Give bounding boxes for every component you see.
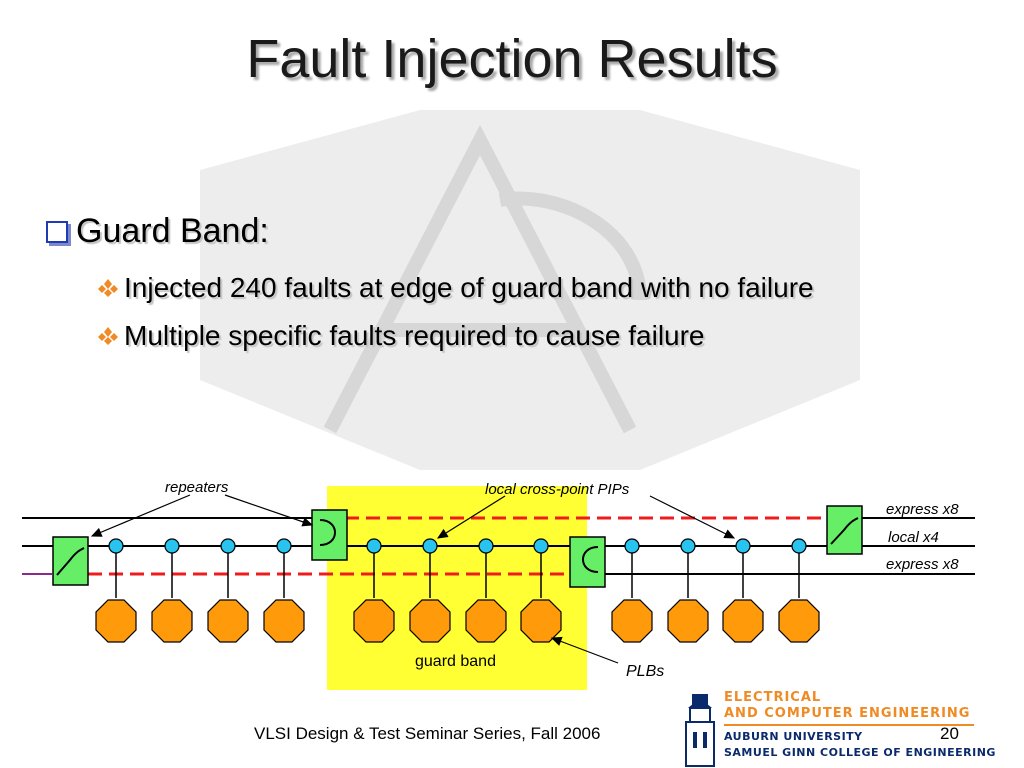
auburn-ece-logo: ELECTRICAL AND COMPUTER ENGINEERING AUBU… — [680, 688, 1020, 768]
square-bullet-icon — [46, 220, 68, 243]
pip — [220, 538, 236, 554]
label-express-bottom: express x8 — [886, 556, 959, 573]
plb — [95, 599, 137, 643]
repeater — [311, 509, 348, 561]
pip — [108, 538, 124, 554]
plb — [465, 599, 507, 643]
samford-hall-tower-icon — [685, 694, 715, 767]
pip — [164, 538, 180, 554]
bullet-text: Guard Band: — [76, 212, 269, 250]
label-guard-band: guard band — [415, 653, 496, 670]
plb — [409, 599, 451, 643]
label-express-top: express x8 — [886, 501, 959, 518]
repeater — [569, 536, 606, 588]
bullet-guard-band: Guard Band: — [46, 212, 269, 251]
page-number: 20 — [940, 724, 959, 743]
pip — [624, 538, 640, 554]
label-repeaters: repeaters — [165, 479, 229, 496]
pip — [276, 538, 292, 554]
routing-diagram: repeaters local cross-point PIPs express… — [22, 479, 975, 690]
plb — [611, 599, 653, 643]
pip — [735, 538, 751, 554]
pip — [533, 538, 549, 554]
pip-group — [115, 546, 800, 598]
repeater — [826, 505, 863, 555]
subbullet-2: Multiple specific faults required to cau… — [98, 320, 705, 352]
plb — [263, 599, 305, 643]
repeater — [52, 536, 89, 586]
pip — [680, 538, 696, 554]
pip-dots — [108, 538, 807, 554]
logo-line-3: AUBURN UNIVERSITY — [724, 730, 863, 743]
label-local-pips: local cross-point PIPs — [485, 481, 630, 498]
logo-divider — [724, 724, 974, 726]
pip — [366, 538, 382, 554]
slide-title: Fault Injection Results — [246, 29, 778, 89]
plb — [353, 599, 395, 643]
plb — [667, 599, 709, 643]
label-local: local x4 — [888, 529, 939, 546]
subbullet-text: Injected 240 faults at edge of guard ban… — [124, 272, 814, 303]
plb-group — [95, 599, 820, 643]
plb — [151, 599, 193, 643]
pip — [478, 538, 494, 554]
plb — [722, 599, 764, 643]
logo-line-2: AND COMPUTER ENGINEERING — [724, 706, 971, 721]
guard-band-region — [327, 486, 587, 690]
subbullet-1: Injected 240 faults at edge of guard ban… — [98, 272, 814, 304]
pip — [791, 538, 807, 554]
logo-line-4: SAMUEL GINN COLLEGE OF ENGINEERING — [724, 746, 996, 759]
callout-arrows — [90, 494, 736, 664]
pip — [422, 538, 438, 554]
footer-text: VLSI Design & Test Seminar Series, Fall … — [254, 724, 601, 743]
plb — [207, 599, 249, 643]
subbullet-text: Multiple specific faults required to cau… — [124, 320, 705, 351]
label-plbs: PLBs — [626, 663, 664, 680]
plb — [778, 599, 820, 643]
diamond-bullet-icon — [98, 279, 118, 297]
logo-line-1: ELECTRICAL — [724, 690, 822, 705]
diamond-bullet-icon — [98, 327, 118, 345]
plb — [520, 599, 562, 643]
